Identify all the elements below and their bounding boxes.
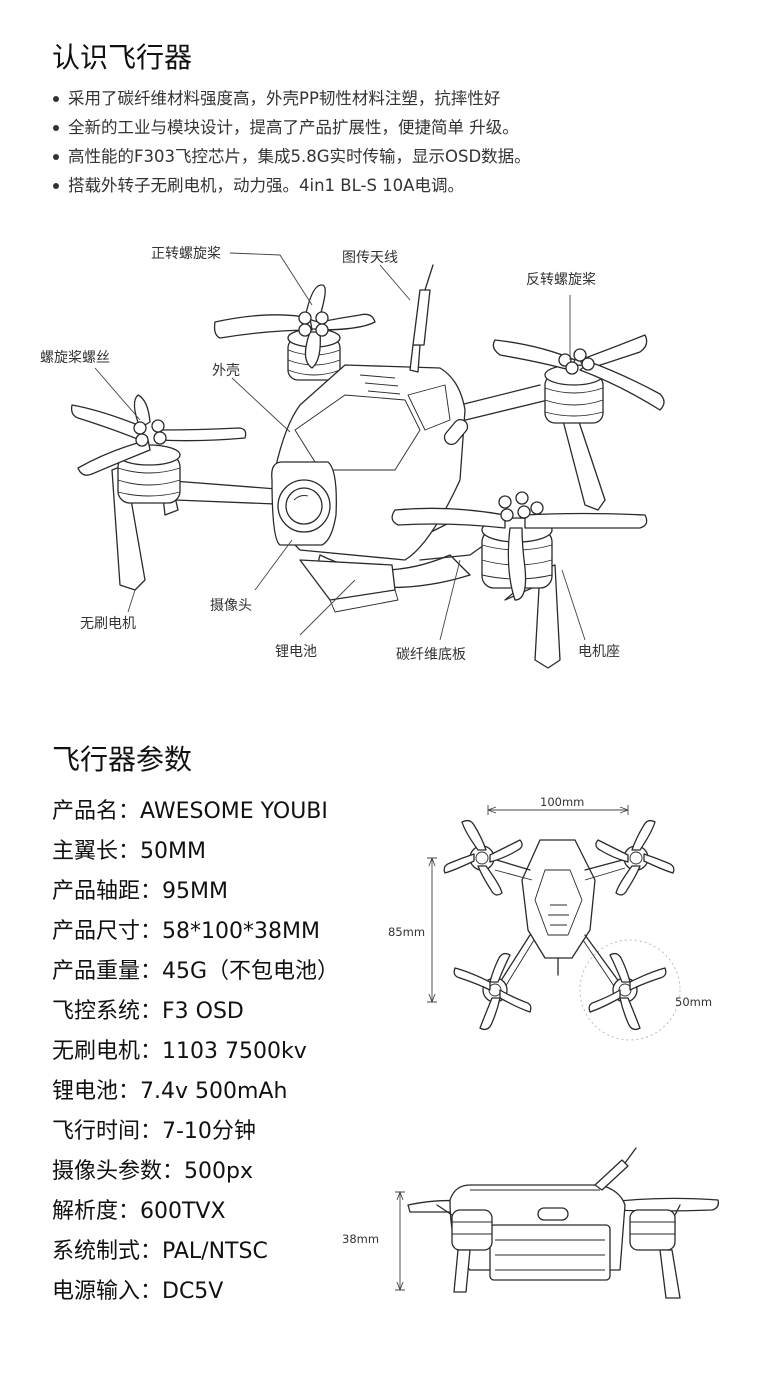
top-prop-rr [588, 952, 667, 1031]
spec-item: 产品重量：45G（不包电池） [52, 959, 340, 984]
top-prop-rl [453, 952, 532, 1031]
front-left-motor [70, 394, 247, 591]
feature-list: 采用了碳纤维材料强度高，外壳PP韧性材料注塑，抗摔性好 全新的工业与模块设计，提… [52, 84, 531, 200]
spec-item: 摄像头参数：500px [52, 1159, 253, 1184]
label-cw-propeller: 正转螺旋桨 [151, 245, 221, 262]
spec-item: 解析度：600TVX [52, 1199, 226, 1224]
label-carbon-plate: 碳纤维底板 [396, 647, 466, 663]
feature-item: 高性能的F303飞控芯片，集成5.8G实时传输，显示OSD数据。 [52, 142, 531, 171]
feature-item: 采用了碳纤维材料强度高，外壳PP韧性材料注塑，抗摔性好 [52, 84, 531, 113]
drone-shell [271, 264, 469, 561]
drone-side-view-dimensions: 38mm [342, 1147, 720, 1299]
spec-item: 系统制式：PAL/NTSC [52, 1239, 268, 1264]
section-title-overview: 认识飞行器 [52, 41, 193, 74]
dimension-height: 38mm [342, 1232, 379, 1246]
label-antenna: 图传天线 [342, 250, 398, 266]
dimension-prop: 50mm [675, 995, 712, 1009]
top-prop-fr [595, 819, 675, 896]
drone-top-view-dimensions: 100mm 85mm 50mm [388, 795, 712, 1041]
label-battery: 锂电池 [275, 644, 317, 660]
spec-item: 飞控系统：F3 OSD [52, 999, 244, 1024]
label-shell: 外壳 [212, 362, 240, 379]
label-camera: 摄像头 [210, 598, 252, 614]
dimension-width: 100mm [540, 795, 584, 809]
spec-list: 产品名：AWESOME YOUBI 主翼长：50MM 产品轴距：95MM 产品尺… [52, 792, 339, 1312]
dimension-length: 85mm [388, 925, 425, 939]
feature-item: 搭载外转子无刷电机，动力强。4in1 BL-S 10A电调。 [52, 171, 531, 200]
drone-labeled-diagram: 正转螺旋桨 图传天线 反转螺旋桨 螺旋桨螺丝 外壳 摄像头 无刷电机 锂电池 碳… [40, 245, 665, 669]
spec-item: 飞行时间：7-10分钟 [52, 1119, 256, 1144]
rear-right-motor [492, 334, 665, 511]
spec-item: 主翼长：50MM [52, 839, 206, 864]
front-right-motor [391, 491, 648, 669]
spec-item: 无刷电机：1103 7500kv [52, 1039, 307, 1064]
spec-item: 锂电池：7.4v 500mAh [52, 1079, 288, 1104]
label-motor-mount: 电机座 [578, 644, 620, 660]
label-ccw-propeller: 反转螺旋桨 [526, 271, 596, 288]
feature-item: 全新的工业与模块设计，提高了产品扩展性，便捷简单 升级。 [52, 113, 531, 142]
label-propeller-screw: 螺旋桨螺丝 [40, 349, 110, 366]
spec-item: 产品轴距：95MM [52, 879, 228, 904]
top-prop-fl [443, 819, 523, 896]
section-title-specs: 飞行器参数 [52, 743, 193, 776]
label-brushless-motor: 无刷电机 [80, 616, 136, 632]
spec-item: 电源输入：DC5V [52, 1279, 224, 1304]
spec-item: 产品名：AWESOME YOUBI [52, 799, 328, 824]
rear-left-motor [213, 284, 376, 381]
spec-item: 产品尺寸：58*100*38MM [52, 919, 320, 944]
